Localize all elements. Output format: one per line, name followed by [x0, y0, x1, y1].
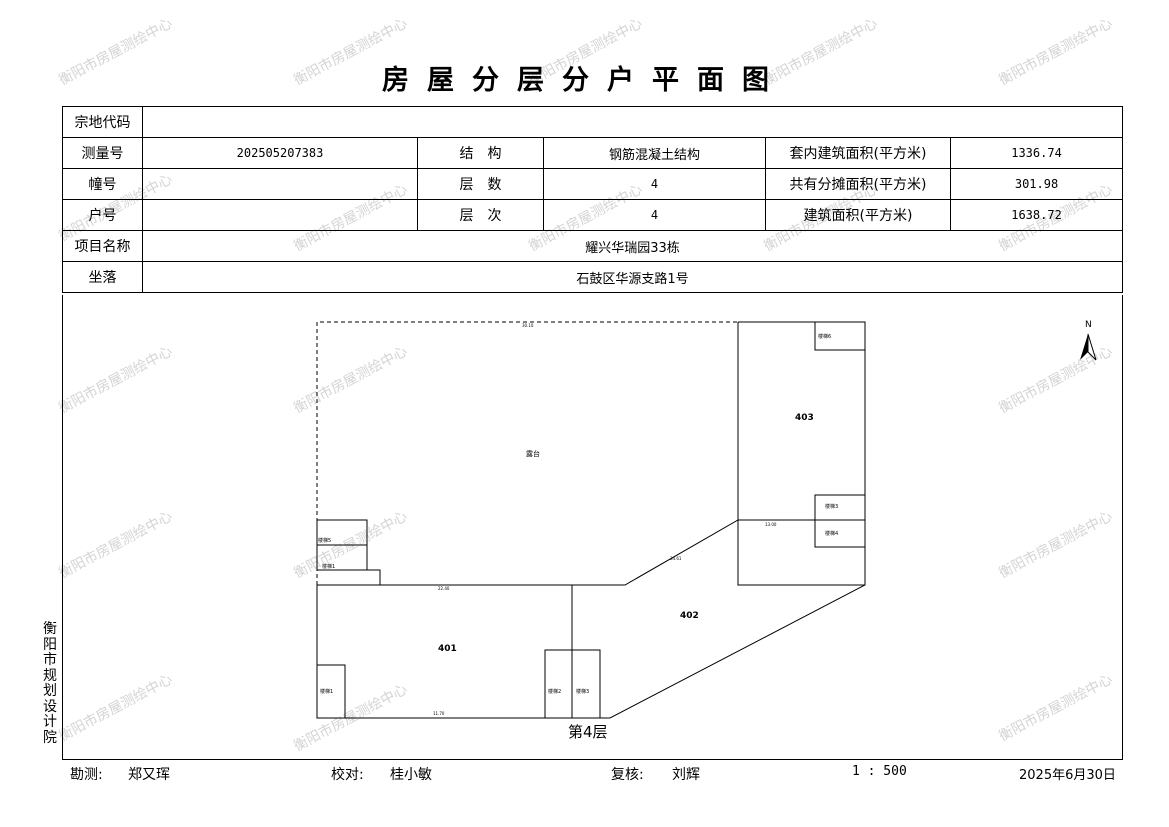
unit-403-outline [737, 321, 866, 586]
unit-401-label: 401 [438, 644, 457, 654]
unit-no-value [142, 199, 418, 231]
stair-3-box [571, 649, 601, 719]
scale-value: 1 : 500 [852, 764, 907, 779]
room-label-stair-5: 楼梯5 [318, 537, 331, 544]
floor-level-value: 4 [543, 199, 766, 231]
room-label-stair-1: 楼梯1 [322, 563, 335, 570]
unit-403-label: 403 [795, 413, 814, 423]
building-area-value: 1638.72 [949, 199, 1124, 231]
surveyor-label: 勘测: [70, 767, 103, 783]
stair-top-left-step [366, 545, 381, 585]
stair-2-box [544, 649, 573, 719]
floor-caption: 第4层 [568, 723, 608, 741]
dim-label-4: 22.40 [438, 586, 450, 591]
room-label-401-stair-1: 楼梯1 [320, 688, 333, 695]
room-label-stair-3: 楼梯3 [825, 503, 838, 510]
project-label: 项目名称 [62, 230, 143, 262]
info-table: 宗地代码 测量号 202505207383 结 构 钢筋混凝土结构 套内建筑面积… [62, 106, 1124, 293]
unit-402-label: 402 [680, 611, 699, 621]
terrace-outline [316, 321, 738, 585]
north-arrow-icon [1080, 333, 1097, 361]
dim-label-5: 11.70 [433, 711, 445, 716]
building-no-label: 幢号 [62, 168, 143, 200]
north-label: N [1085, 320, 1092, 330]
date-value: 2025年6月30日 [1019, 768, 1116, 783]
room-label-stair-6: 楼梯6 [818, 333, 831, 340]
building-area-label: 建筑面积(平方米) [765, 199, 951, 231]
project-value: 耀兴华瑞园33栋 [141, 230, 1124, 262]
unit-402-outline [572, 519, 866, 719]
reviewer-label: 复核: [611, 767, 644, 783]
plan-frame [62, 295, 1123, 760]
stair-5-box [814, 494, 866, 521]
page-title: 房屋分层分户平面图 [382, 65, 787, 96]
stair-6-box [814, 321, 866, 351]
stair-1-box [316, 664, 346, 719]
location-value: 石鼓区华源支路1号 [141, 261, 1124, 293]
inner-area-value: 1336.74 [949, 137, 1124, 169]
surveyor-name: 郑又珲 [128, 767, 170, 783]
floors-value: 4 [543, 168, 766, 200]
checker-name: 桂小敏 [390, 767, 432, 783]
dim-label-3: 13.00 [765, 522, 777, 527]
side-institute-text: 衡阳市规划设计院 [43, 621, 57, 746]
stair-4-box [814, 519, 866, 548]
room-label-401-stair-2: 楼梯2 [548, 688, 561, 695]
terrace-label: 露台 [526, 449, 540, 458]
structure-value: 钢筋混凝土结构 [543, 137, 766, 169]
room-label-401-stair-3: 楼梯3 [576, 688, 589, 695]
room-label-stair-4: 楼梯4 [825, 530, 838, 537]
dim-label-1: 30.10 [522, 323, 534, 328]
parcel-code-label: 宗地代码 [62, 106, 143, 138]
reviewer-name: 刘辉 [672, 767, 700, 783]
location-label: 坐落 [62, 261, 143, 293]
dim-label-2: 34.61 [670, 556, 682, 561]
checker-label: 校对: [331, 767, 364, 783]
